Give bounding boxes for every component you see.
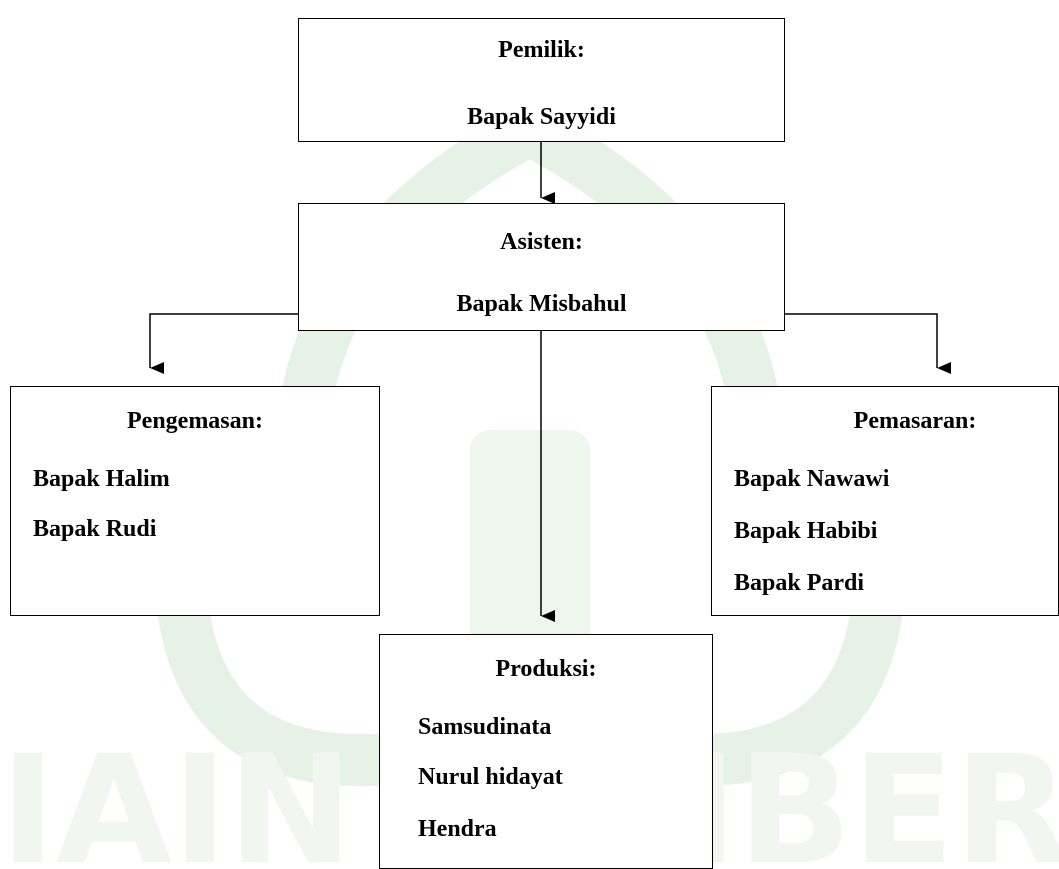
owner-name: Bapak Sayyidi: [467, 104, 616, 130]
packaging-role: Pengemasan:: [127, 408, 263, 434]
assistant-box: Asisten: Bapak Misbahul: [298, 203, 785, 331]
packaging-member: Bapak Halim: [33, 466, 170, 492]
owner-role: Pemilik:: [498, 37, 585, 63]
marketing-role: Pemasaran:: [853, 408, 977, 434]
arrow-assistant-to-marketing: [785, 313, 951, 374]
production-box: Produksi: Samsudinata Nurul hidayat Hend…: [379, 634, 713, 869]
assistant-name: Bapak Misbahul: [456, 291, 627, 317]
production-member: Hendra: [418, 816, 497, 842]
packaging-member: Bapak Rudi: [33, 516, 157, 542]
packaging-box: Pengemasan: Bapak Halim Bapak Rudi: [10, 386, 380, 616]
watermark-text: IAIN: [0, 724, 353, 865]
marketing-member: Bapak Nawawi: [734, 466, 890, 492]
marketing-member: Bapak Pardi: [734, 570, 865, 596]
marketing-box: Pemasaran: Bapak Nawawi Bapak Habibi Bap…: [711, 386, 1059, 616]
production-role: Produksi:: [495, 656, 597, 682]
owner-box: Pemilik: Bapak Sayyidi: [298, 18, 785, 142]
marketing-member: Bapak Habibi: [734, 518, 878, 544]
production-member: Samsudinata: [418, 714, 552, 740]
production-member: Nurul hidayat: [418, 764, 563, 790]
assistant-role: Asisten:: [500, 229, 583, 255]
arrow-assistant-to-packaging: [149, 313, 298, 374]
